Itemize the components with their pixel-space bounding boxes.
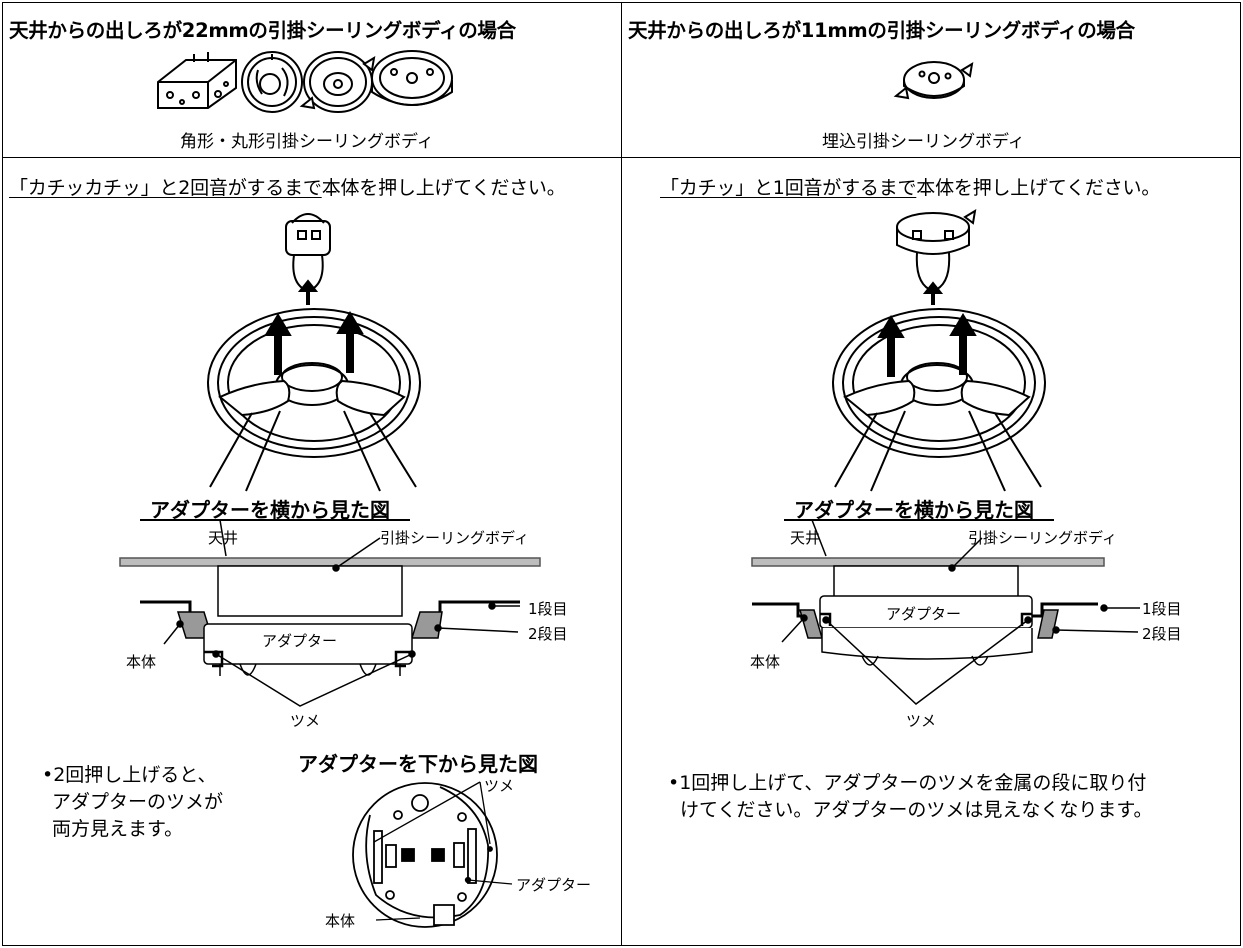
right-body-cell bbox=[621, 157, 1241, 946]
ceiling-body-illustrations bbox=[157, 50, 453, 113]
right-label-step1: 1段目 bbox=[1142, 600, 1182, 618]
left-bottom-view-leaders bbox=[373, 781, 513, 921]
left-bottom-view-title: アダプターを下から見た図 bbox=[298, 752, 538, 776]
left-label-step2: 2段目 bbox=[528, 625, 568, 643]
right-label-claw: ツメ bbox=[906, 712, 937, 730]
left-header-caption: 角形・丸形引掛シーリングボディ bbox=[180, 132, 434, 152]
left-note-line2: アダプターのツメが bbox=[52, 791, 224, 813]
left-label-step1: 1段目 bbox=[528, 600, 568, 618]
left-side-view-diagram bbox=[119, 519, 541, 707]
right-label-step2: 2段目 bbox=[1142, 625, 1182, 643]
right-note-line1: •1回押し上げて、アダプターのツメを金属の段に取り付 bbox=[668, 772, 1147, 794]
right-instruction-sound: 「カチッ」と1回音がするまで bbox=[660, 177, 917, 199]
right-header-caption: 埋込引掛シーリングボディ bbox=[822, 132, 1025, 152]
embedded-ceiling-body-illustration bbox=[893, 61, 974, 100]
right-side-view-title-underline bbox=[784, 519, 1054, 521]
right-instruction-push: 本体を押し上げてください。 bbox=[916, 177, 1161, 199]
left-note-line1: •2回押し上げると、 bbox=[42, 764, 217, 786]
left-side-view-title: アダプターを横から見た図 bbox=[150, 498, 390, 522]
right-side-view-title: アダプターを横から見た図 bbox=[794, 498, 1034, 522]
left-label-ceiling-body: 引掛シーリングボディ bbox=[380, 529, 529, 547]
left-bottom-label-body: 本体 bbox=[325, 912, 356, 930]
right-label-body: 本体 bbox=[750, 653, 781, 671]
left-label-adapter: アダプター bbox=[262, 632, 338, 650]
left-header-title: 天井からの出しろが22mmの引掛シーリングボディの場合 bbox=[9, 19, 516, 42]
right-side-view-diagram bbox=[751, 519, 1140, 705]
right-label-ceiling: 天井 bbox=[790, 529, 821, 547]
right-instruction: 「カチッ」と1回音がするまで本体を押し上げてください。 bbox=[660, 173, 1160, 200]
left-label-ceiling: 天井 bbox=[208, 529, 239, 547]
left-bottom-view-diagram bbox=[352, 782, 498, 928]
left-note-line3: 両方見えます。 bbox=[52, 818, 184, 840]
left-instruction: 「カチッカチッ」と2回音がするまで本体を押し上げてください。 bbox=[9, 173, 566, 200]
right-note-line2: けてください。アダプターのツメは見えなくなります。 bbox=[680, 799, 1153, 821]
right-header-title: 天井からの出しろが11mmの引掛シーリングボディの場合 bbox=[628, 19, 1135, 42]
left-label-claw: ツメ bbox=[290, 712, 321, 730]
right-label-adapter: アダプター bbox=[886, 605, 962, 623]
left-instruction-sound: 「カチッカチッ」と2回音がするまで bbox=[9, 177, 322, 199]
left-bottom-label-claw: ツメ bbox=[484, 777, 515, 795]
left-instruction-push: 本体を押し上げてください。 bbox=[321, 177, 566, 199]
left-mount-illustration bbox=[207, 213, 421, 492]
right-label-ceiling-body: 引掛シーリングボディ bbox=[968, 529, 1117, 547]
left-side-view-title-underline bbox=[140, 519, 410, 521]
right-mount-illustration bbox=[832, 209, 1046, 492]
left-label-body: 本体 bbox=[126, 653, 157, 671]
left-bottom-label-adapter: アダプター bbox=[516, 876, 592, 894]
